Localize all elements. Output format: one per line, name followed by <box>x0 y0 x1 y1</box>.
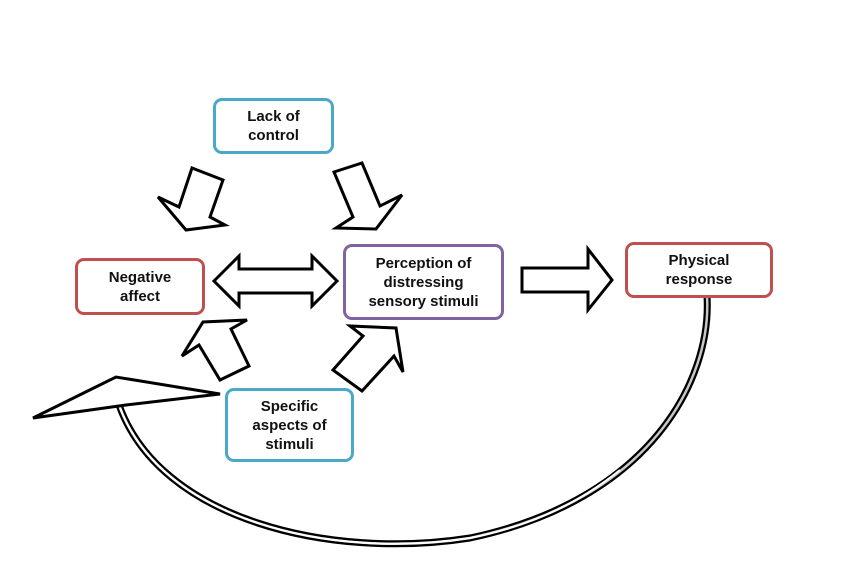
feedback-arrow <box>32 295 711 548</box>
arrow-specific-to-negative <box>180 318 252 382</box>
node-physical-response: Physical response <box>625 242 773 298</box>
node-lack-of-control: Lack of control <box>213 98 334 154</box>
arrow-perception-to-physical <box>520 244 614 315</box>
node-perception-of-distressing-stimuli: Perception of distressing sensory stimul… <box>343 244 504 320</box>
node-negative-affect: Negative affect <box>75 258 205 315</box>
arrow-control-to-negative <box>156 166 230 232</box>
feedback-arrow-shaft-inner-white <box>118 404 621 545</box>
arrow-negative-perception-double <box>211 252 340 310</box>
feedback-arrow-head <box>32 375 221 420</box>
node-specific-aspects-of-stimuli: Specific aspects of stimuli <box>225 388 354 462</box>
arrow-control-to-perception <box>331 161 404 231</box>
arrow-specific-to-perception <box>330 324 405 393</box>
